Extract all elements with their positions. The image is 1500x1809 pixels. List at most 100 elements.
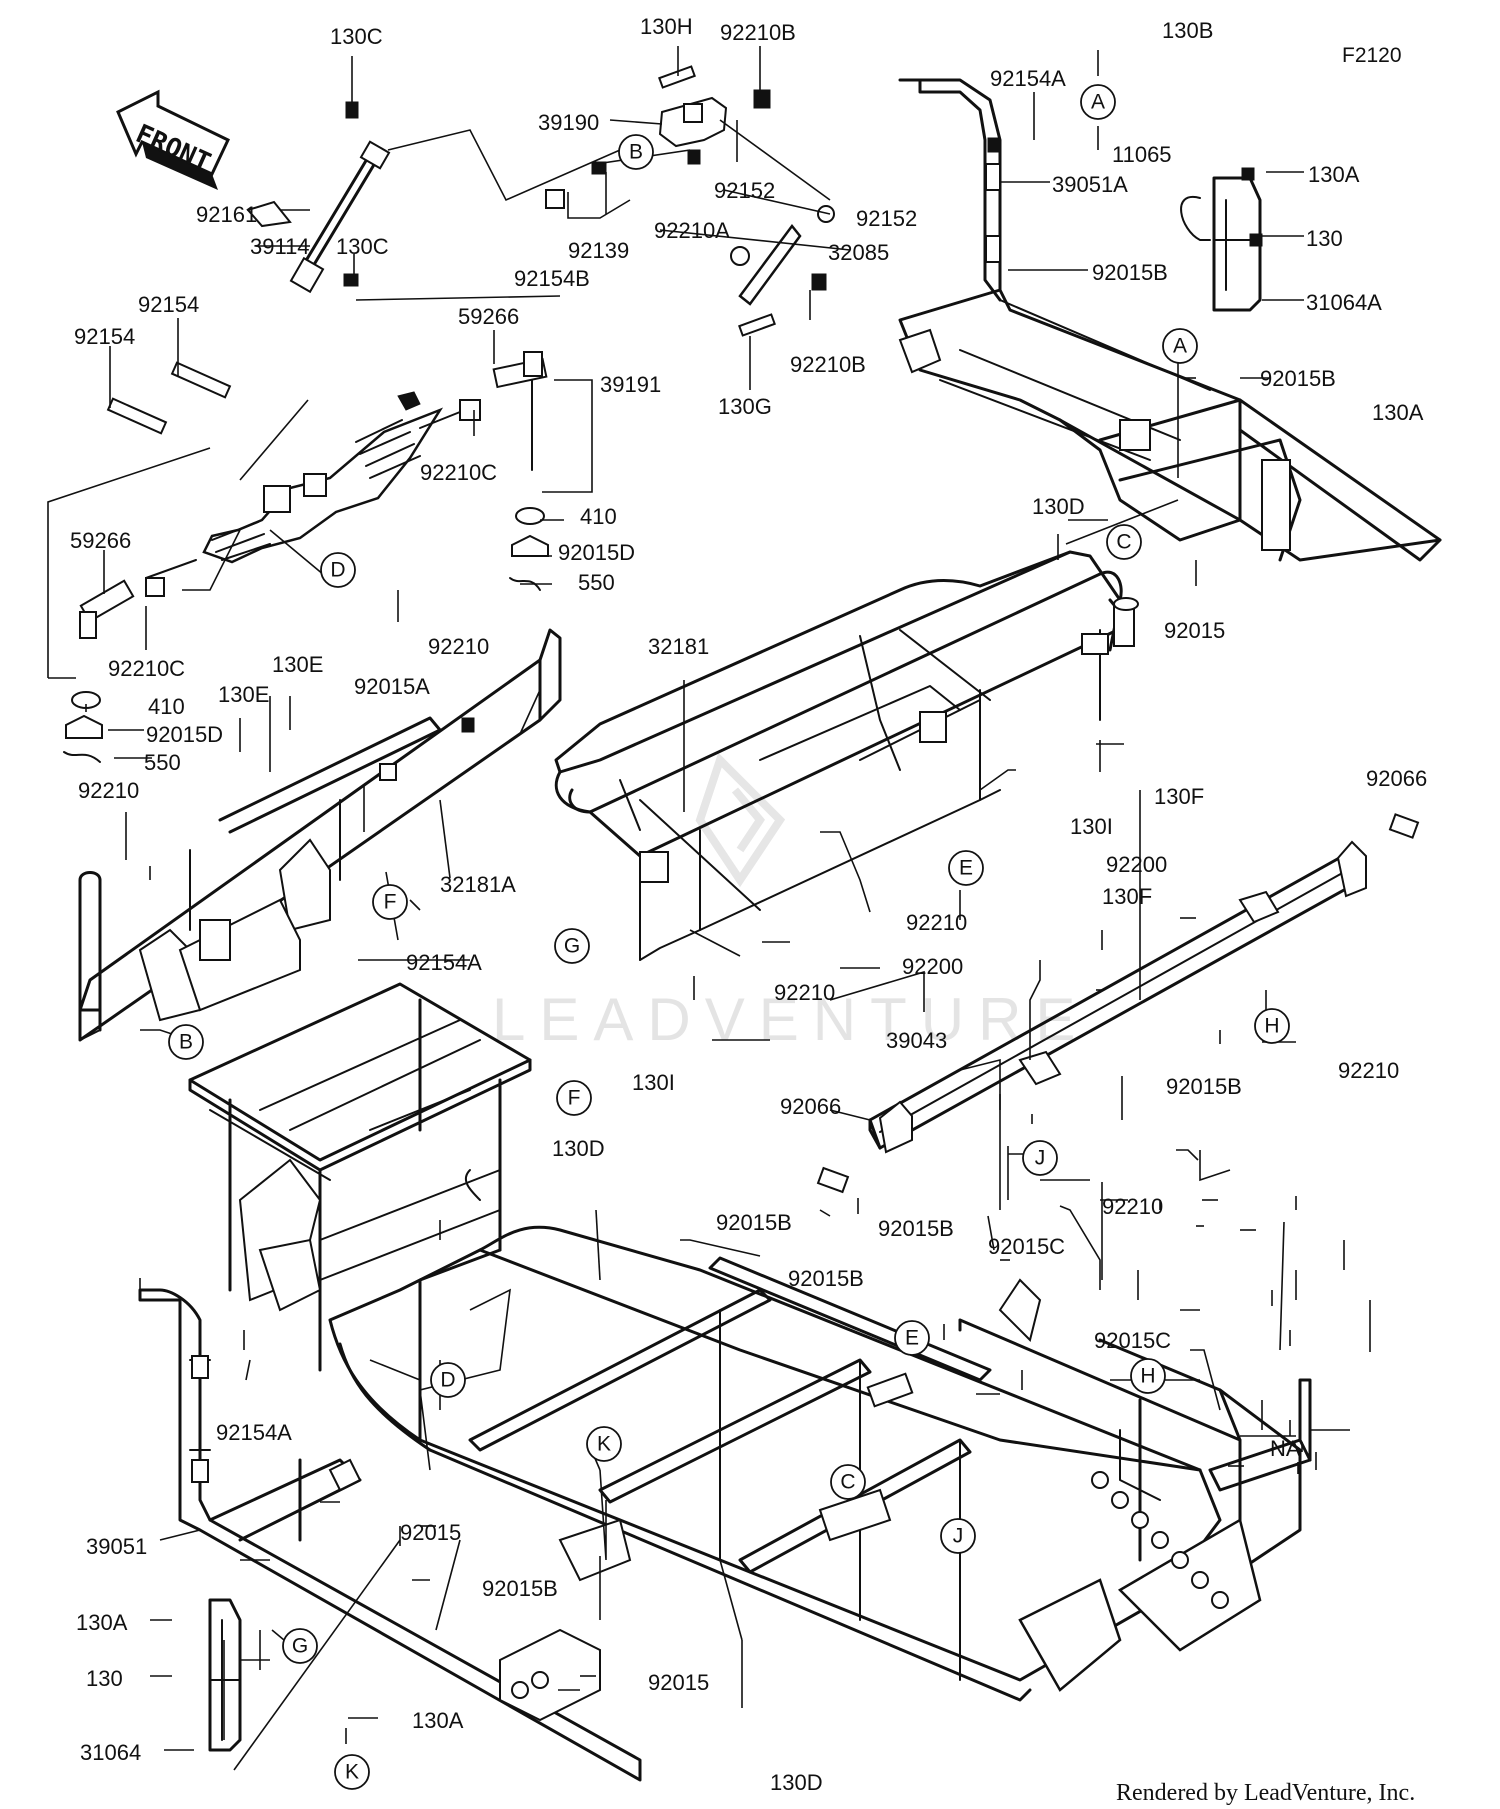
callout-k-1: K xyxy=(586,1426,622,1462)
part-label-92015d-right: 92015D xyxy=(558,540,635,565)
part-label-31064: 31064 xyxy=(80,1740,141,1765)
front-frame-39051 xyxy=(138,1288,642,1782)
part-label-92015-top: 92015 xyxy=(1164,618,1225,643)
svg-text:C: C xyxy=(840,1471,855,1494)
cross-member-39043 xyxy=(816,813,1420,1194)
callout-b-1: B xyxy=(618,134,654,170)
part-label-92066-left: 92066 xyxy=(780,1094,841,1119)
part-label-92139: 92139 xyxy=(568,238,629,263)
part-label-130a-right: 130A xyxy=(1372,400,1424,425)
part-label-92015b-right: 92015B xyxy=(1260,366,1336,391)
callout-c-1: C xyxy=(1106,524,1142,560)
part-label-39043: 39043 xyxy=(886,1028,947,1053)
figure-id: F2120 xyxy=(1342,44,1402,67)
tie-rod-end-right xyxy=(492,351,549,591)
part-label-130-top: 130 xyxy=(1306,226,1343,251)
watermark-text: LEADVENTURE xyxy=(492,986,1089,1053)
part-label-32181: 32181 xyxy=(648,634,709,659)
part-label-550-left: 550 xyxy=(144,750,181,775)
part-label-92210a: 92210A xyxy=(654,218,730,243)
svg-text:D: D xyxy=(440,1369,455,1392)
part-label-92015d-left: 92015D xyxy=(146,722,223,747)
steering-rack xyxy=(145,399,481,597)
part-label-130h: 130H xyxy=(640,14,693,39)
steering-column-bracket xyxy=(545,65,771,209)
bracket-31064a xyxy=(1180,167,1263,312)
part-label-130i-right: 130I xyxy=(1070,814,1113,839)
svg-text:B: B xyxy=(179,1031,193,1054)
part-label-130-lower-left: 130 xyxy=(86,1666,123,1691)
part-label-92154a-lower: 92154A xyxy=(216,1420,292,1445)
svg-text:H: H xyxy=(1140,1365,1155,1388)
part-label-130f-top: 130F xyxy=(1154,784,1204,809)
svg-text:D: D xyxy=(330,559,345,582)
part-label-92210-bumper: 92210 xyxy=(428,634,489,659)
part-label-92015b-center: 92015B xyxy=(716,1210,792,1235)
part-label-130a-top: 130A xyxy=(1308,162,1360,187)
part-label-130g: 130G xyxy=(718,394,772,419)
part-label-92015c-b: 92015C xyxy=(1094,1328,1171,1353)
svg-text:J: J xyxy=(953,1525,964,1548)
part-label-39191: 39191 xyxy=(600,372,661,397)
part-label-130e-b: 130E xyxy=(218,682,269,707)
callout-j-2: J xyxy=(940,1518,976,1554)
callout-a-2: A xyxy=(1162,328,1198,364)
part-label-130a-lower-left: 130A xyxy=(76,1610,128,1635)
callout-k-2: K xyxy=(334,1754,370,1790)
part-label-92210-left: 92210 xyxy=(78,778,139,803)
part-label-130e-a: 130E xyxy=(272,652,323,677)
callout-h-2: H xyxy=(1130,1358,1166,1394)
part-label-92015b-e: 92015B xyxy=(788,1266,864,1291)
callout-g-1: G xyxy=(554,928,590,964)
part-label-92015a: 92015A xyxy=(354,674,430,699)
damper-32085 xyxy=(730,205,835,337)
callout-a-1: A xyxy=(1080,84,1116,120)
front-bumper-32181a xyxy=(78,628,562,1042)
steering-shaft-assembly xyxy=(246,101,391,294)
part-label-92015c-a: 92015C xyxy=(988,1234,1065,1259)
svg-text:E: E xyxy=(905,1327,919,1350)
part-label-39051a: 39051A xyxy=(1052,172,1128,197)
rear-frame-39051a xyxy=(898,78,1442,562)
part-label-92154a-mid: 92154A xyxy=(406,950,482,975)
part-label-59266-right: 59266 xyxy=(458,304,519,329)
part-label-130i-lower: 130I xyxy=(632,1070,675,1095)
svg-text:K: K xyxy=(597,1433,611,1456)
svg-text:C: C xyxy=(1116,531,1131,554)
part-label-92152-a: 92152 xyxy=(714,178,775,203)
svg-text:A: A xyxy=(1173,335,1187,358)
svg-text:B: B xyxy=(629,141,643,164)
part-label-92015b-top: 92015B xyxy=(1092,260,1168,285)
part-label-92210-cage-lower: 92210 xyxy=(774,980,835,1005)
part-label-59266-left: 59266 xyxy=(70,528,131,553)
part-label-92210-j: 92210 xyxy=(1102,1194,1163,1219)
svg-text:G: G xyxy=(292,1635,308,1658)
callout-f-1: F xyxy=(372,884,408,920)
part-label-130d-bottom: 130D xyxy=(770,1770,823,1795)
part-label-92161: 92161 xyxy=(196,202,257,227)
callout-j-1: J xyxy=(1022,1140,1058,1176)
roll-cage-32181 xyxy=(554,550,1139,961)
part-label-92015b-lower: 92015B xyxy=(482,1576,558,1601)
part-label-92200-lower: 92200 xyxy=(902,954,963,979)
part-label-130c-lower: 130C xyxy=(336,234,389,259)
part-label-39051: 39051 xyxy=(86,1534,147,1559)
callout-b-2: B xyxy=(168,1024,204,1060)
part-label-92210b-lower: 92210B xyxy=(790,352,866,377)
svg-text:F: F xyxy=(384,891,397,914)
steering-bolts xyxy=(106,361,421,435)
bracket-31064 xyxy=(208,1598,601,1752)
part-label-130a-bottom: 130A xyxy=(412,1708,464,1733)
rendered-by-credit: Rendered by LeadVenture, Inc. xyxy=(1116,1780,1415,1806)
part-label-39114: 39114 xyxy=(250,234,310,259)
part-label-92200-top: 92200 xyxy=(1106,852,1167,877)
main-frame xyxy=(188,982,1312,1702)
callout-e-1: E xyxy=(948,850,984,886)
callout-e-2: E xyxy=(894,1320,930,1356)
part-label-92015b-center-right: 92015B xyxy=(878,1216,954,1241)
part-label-92152-b: 92152 xyxy=(856,206,917,231)
part-label-92154-b: 92154 xyxy=(74,324,135,349)
svg-text:K: K xyxy=(345,1761,359,1784)
part-label-410-right: 410 xyxy=(580,504,617,529)
